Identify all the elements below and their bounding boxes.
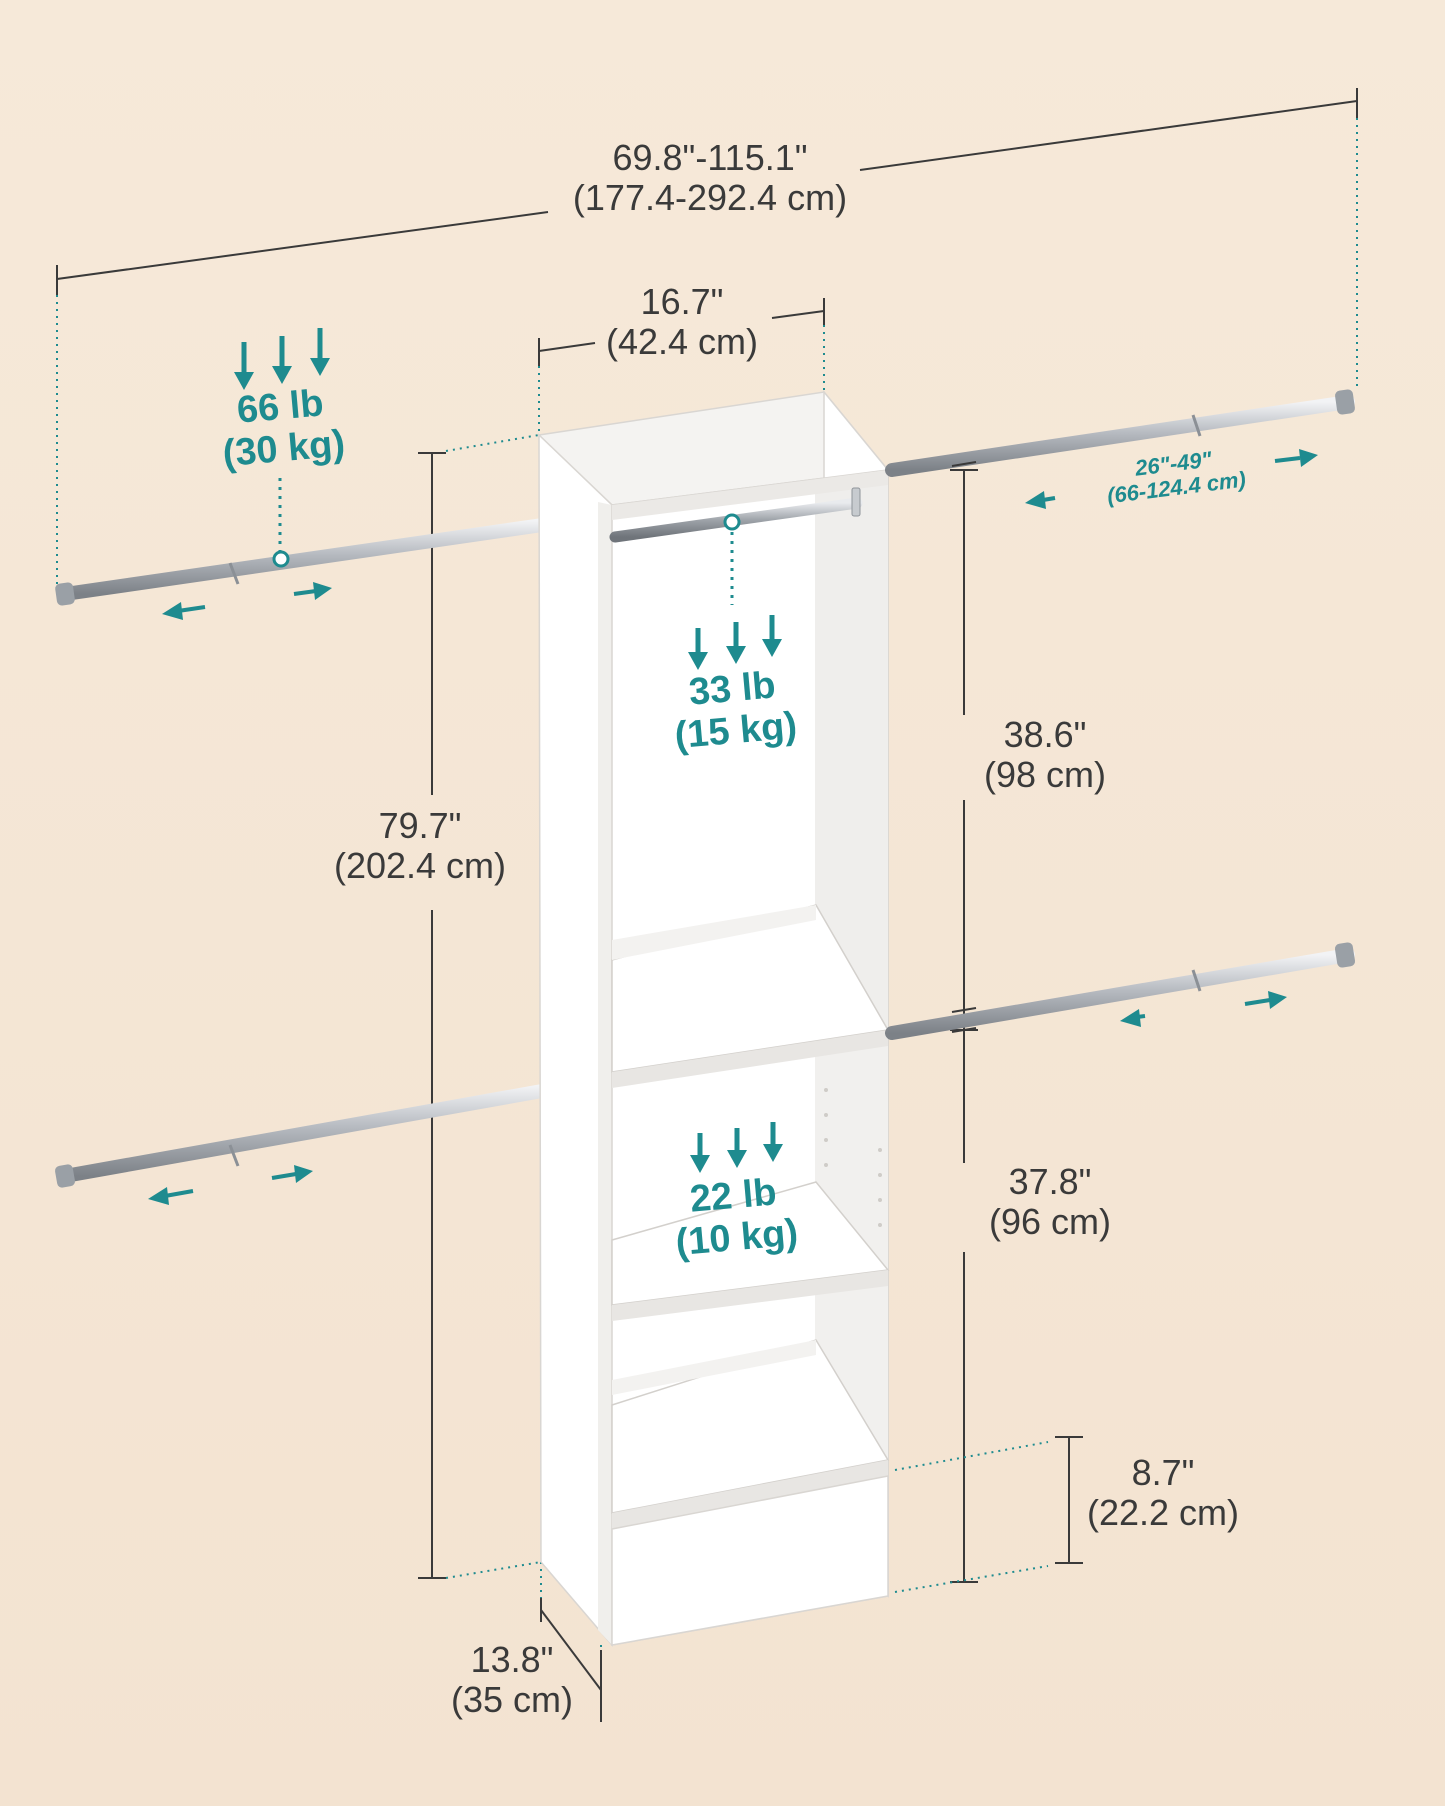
depth-dimension xyxy=(540,1598,602,1722)
upper-height-imperial: 38.6" xyxy=(1003,714,1087,755)
side-rod-load-marker xyxy=(272,478,290,568)
depth-metric: (35 cm) xyxy=(450,1679,573,1720)
tower-width-extension-lines xyxy=(538,325,825,435)
depth-imperial: 13.8" xyxy=(470,1639,554,1680)
depth-extension-lines xyxy=(540,1562,602,1650)
total-width-imperial: 69.8"-115.1" xyxy=(612,137,808,178)
inner-rod-load-arrows-icon xyxy=(688,615,782,670)
inner-rod-load-label: 33 lb (15 kg) xyxy=(641,660,828,759)
upper-height-metric: (98 cm) xyxy=(983,754,1106,795)
closet-tower xyxy=(537,389,890,1648)
upper-height-label: 38.6" (98 cm) xyxy=(965,715,1125,795)
total-height-label: 79.7" (202.4 cm) xyxy=(320,806,520,886)
depth-label: 13.8" (35 cm) xyxy=(432,1640,592,1720)
lower-right-rod xyxy=(885,942,1356,1040)
shelf-load-label: 22 lb (10 kg) xyxy=(642,1167,829,1266)
base-height-imperial: 8.7" xyxy=(1131,1452,1195,1493)
tower-width-dimension xyxy=(538,298,825,366)
inner-rod-load-marker xyxy=(723,513,741,605)
side-rod-load-label: 66 lb (30 kg) xyxy=(189,378,376,477)
total-height-metric: (202.4 cm) xyxy=(333,845,507,886)
total-width-label: 69.8"-115.1" (177.4-292.4 cm) xyxy=(560,138,860,218)
total-height-extension-lines xyxy=(445,434,542,1579)
shelf-load-arrows-icon xyxy=(690,1122,783,1173)
tower-width-label: 16.7" (42.4 cm) xyxy=(582,282,782,362)
total-width-metric: (177.4-292.4 cm) xyxy=(572,177,848,218)
extension-arrows-icon xyxy=(148,449,1318,1205)
side-rod-load-arrows-icon xyxy=(234,328,330,390)
total-height-dimension xyxy=(418,452,446,1579)
tower-width-metric: (42.4 cm) xyxy=(605,321,759,362)
section-height-dimension xyxy=(950,469,978,1583)
base-height-metric: (22.2 cm) xyxy=(1086,1492,1240,1533)
tower-width-imperial: 16.7" xyxy=(640,281,724,322)
lower-height-metric: (96 cm) xyxy=(988,1201,1111,1242)
total-width-dimension xyxy=(56,88,1358,295)
lower-height-imperial: 37.8" xyxy=(1008,1161,1092,1202)
base-height-label: 8.7" (22.2 cm) xyxy=(1075,1453,1251,1533)
upper-right-rod xyxy=(885,389,1355,477)
base-height-extension-lines xyxy=(894,1441,1049,1593)
lower-left-rod xyxy=(55,1074,584,1188)
base-height-dimension xyxy=(1055,1436,1083,1564)
lower-height-label: 37.8" (96 cm) xyxy=(970,1162,1130,1242)
total-height-imperial: 79.7" xyxy=(378,805,462,846)
